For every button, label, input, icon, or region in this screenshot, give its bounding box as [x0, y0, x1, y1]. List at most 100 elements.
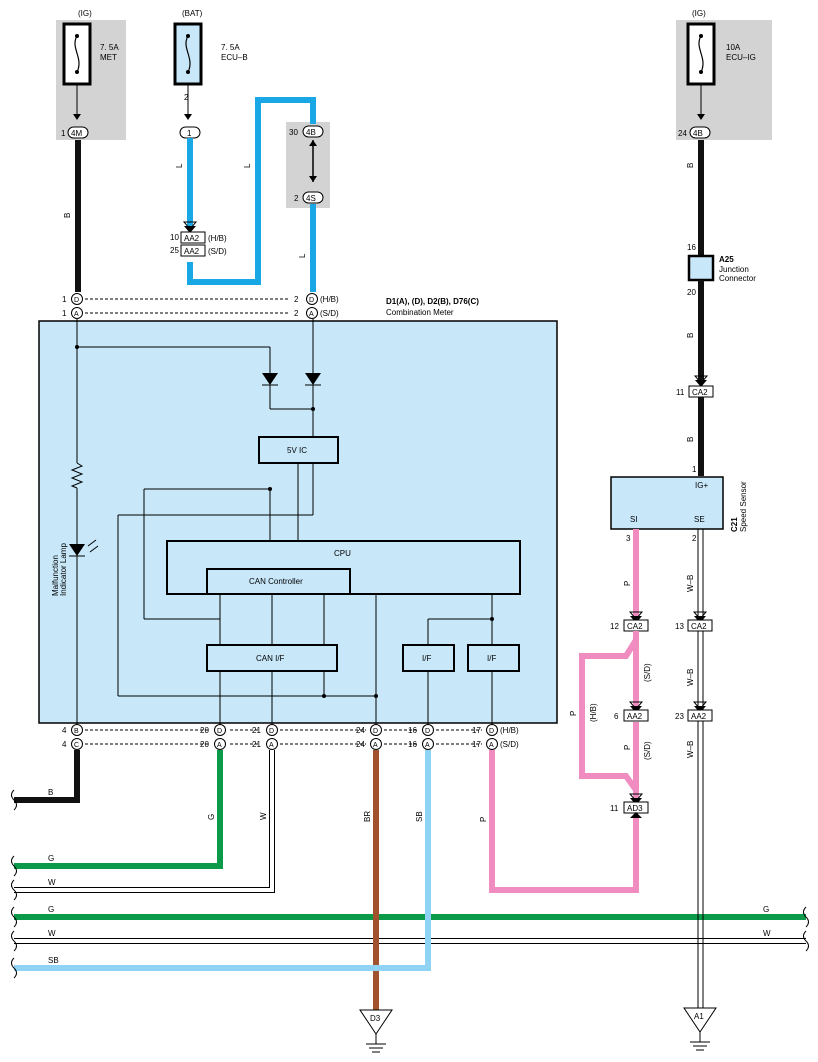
svg-text:(H/B): (H/B) [500, 726, 519, 735]
svg-text:Indicator Lamp: Indicator Lamp [59, 543, 68, 596]
svg-text:12: 12 [610, 622, 619, 631]
svg-text:7. 5A: 7. 5A [100, 43, 119, 52]
svg-text:2: 2 [184, 93, 189, 102]
svg-text:D3: D3 [370, 1014, 381, 1023]
svg-text:W: W [259, 812, 268, 820]
fuse-met-icon [74, 35, 80, 73]
svg-text:(S/D): (S/D) [208, 247, 227, 256]
svg-text:16: 16 [687, 243, 696, 252]
svg-text:D: D [74, 297, 79, 304]
svg-text:ECU–IG: ECU–IG [726, 53, 756, 62]
svg-text:Speed Sensor: Speed Sensor [739, 481, 748, 532]
svg-text:W–B: W–B [686, 669, 695, 686]
svg-text:24: 24 [678, 129, 687, 138]
svg-text:A1: A1 [694, 1012, 704, 1021]
svg-text:CAN Controller: CAN Controller [249, 577, 303, 586]
svg-text:W: W [48, 929, 56, 938]
svg-text:20: 20 [200, 726, 209, 735]
svg-text:SB: SB [415, 811, 424, 822]
svg-text:I/F: I/F [422, 654, 431, 663]
svg-text:(S/D): (S/D) [643, 741, 652, 760]
fuse-ecub-icon [185, 35, 191, 73]
svg-text:B: B [686, 333, 695, 338]
svg-text:W–B: W–B [686, 575, 695, 592]
wire-p-loop [579, 638, 639, 792]
svg-text:SI: SI [630, 515, 638, 524]
svg-text:A25: A25 [719, 255, 734, 264]
svg-text:(IG): (IG) [692, 9, 706, 18]
svg-text:P: P [569, 711, 578, 716]
svg-text:11: 11 [610, 804, 619, 813]
svg-text:(IG): (IG) [78, 9, 92, 18]
svg-text:20: 20 [200, 740, 209, 749]
ground-a1: A1 [683, 1007, 717, 1051]
svg-text:W–B: W–B [686, 741, 695, 758]
svg-text:1: 1 [187, 129, 192, 138]
svg-text:A: A [489, 742, 494, 749]
svg-text:13: 13 [675, 622, 684, 631]
svg-text:BR: BR [363, 811, 372, 822]
svg-text:4M: 4M [71, 129, 82, 138]
svg-text:4B: 4B [306, 128, 316, 137]
svg-text:17: 17 [472, 726, 481, 735]
svg-text:MET: MET [100, 53, 117, 62]
svg-text:P: P [479, 817, 488, 822]
svg-text:CA2: CA2 [692, 388, 708, 397]
svg-text:1: 1 [62, 295, 67, 304]
svg-text:CA2: CA2 [627, 622, 643, 631]
svg-text:1: 1 [61, 129, 66, 138]
svg-text:CPU: CPU [334, 549, 351, 558]
svg-text:4: 4 [62, 740, 67, 749]
combination-meter: D1(A), (D), D2(B), D76(C) Combination Me… [38, 293, 558, 750]
svg-text:10A: 10A [726, 43, 741, 52]
led-lamp-icon [69, 544, 85, 556]
svg-text:1: 1 [62, 309, 67, 318]
svg-text:A: A [373, 742, 378, 749]
connector-ad3: 11 AD3 [610, 793, 649, 818]
svg-text:C: C [74, 742, 79, 749]
svg-text:2: 2 [294, 194, 299, 203]
svg-text:L: L [298, 253, 307, 258]
svg-text:A: A [425, 742, 430, 749]
svg-text:(S/D): (S/D) [500, 740, 519, 749]
svg-text:D: D [269, 728, 274, 735]
svg-text:11: 11 [676, 388, 685, 397]
wire-g-out [14, 750, 223, 869]
wire-p-meter [489, 750, 639, 893]
svg-text:W: W [48, 878, 56, 887]
svg-text:L: L [243, 163, 252, 168]
svg-text:A: A [74, 311, 79, 318]
svg-text:D: D [309, 297, 314, 304]
svg-text:B: B [63, 213, 72, 218]
connector-aa2-6: 6 AA2 [614, 701, 649, 722]
svg-text:25: 25 [170, 246, 179, 255]
svg-text:30: 30 [289, 128, 298, 137]
wire-sb [14, 750, 431, 971]
svg-text:AA2: AA2 [627, 712, 643, 721]
wire-b-out [14, 750, 80, 803]
svg-text:CA2: CA2 [691, 622, 707, 631]
wire-w-out [14, 750, 274, 892]
svg-text:2: 2 [294, 295, 299, 304]
svg-text:1: 1 [692, 465, 697, 474]
svg-text:16: 16 [408, 740, 417, 749]
svg-text:23: 23 [675, 712, 684, 721]
svg-text:4: 4 [62, 726, 67, 735]
svg-text:(BAT): (BAT) [182, 9, 203, 18]
junction-connector-a25: 16 A25 Junction Connector 20 [687, 243, 756, 297]
svg-text:24: 24 [356, 740, 365, 749]
connector-aa2-23: 23 AA2 [675, 701, 713, 722]
fuse-ecuig: (IG) 10A ECU–IG 24 4B [676, 9, 772, 140]
svg-text:24: 24 [356, 726, 365, 735]
meter-bottom-pins: 4 B 20 D 21 D 24 D 16 D 17 D (H/B) 4 C 2… [62, 724, 519, 750]
connector-ca2-13: 13 CA2 [675, 611, 713, 632]
svg-text:SE: SE [694, 515, 705, 524]
svg-text:6: 6 [614, 712, 619, 721]
svg-text:(H/B): (H/B) [589, 703, 598, 722]
svg-text:IG+: IG+ [695, 481, 708, 490]
svg-text:D: D [373, 728, 378, 735]
svg-text:D: D [425, 728, 430, 735]
svg-text:Connector: Connector [719, 274, 756, 283]
svg-text:ECU–B: ECU–B [221, 53, 248, 62]
